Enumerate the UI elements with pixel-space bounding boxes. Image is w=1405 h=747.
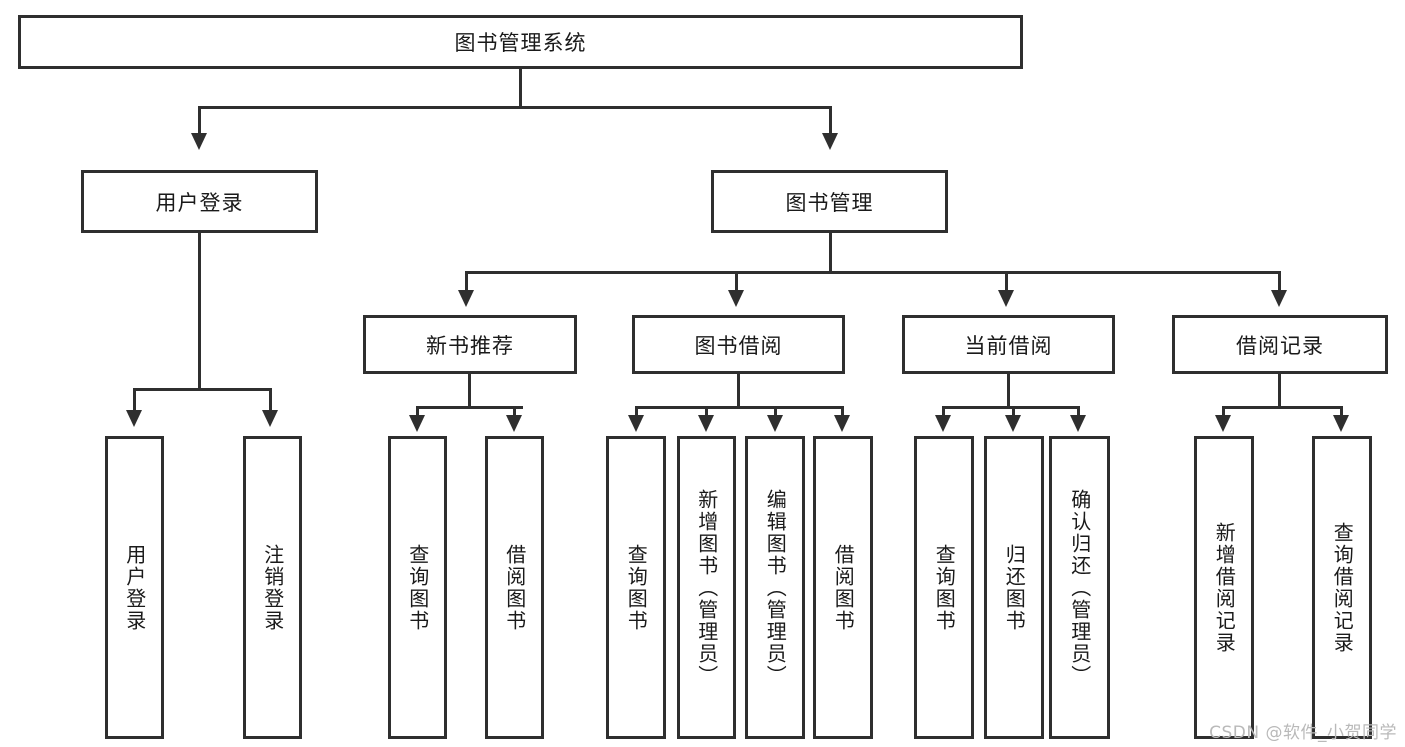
node-book-management[interactable]: 图书管理 [711, 170, 948, 233]
connector-br-to-leaf-2 [1340, 406, 1343, 418]
connector-bm-to-borrow-record [1278, 271, 1281, 293]
arrowhead-borrow-record [1271, 290, 1287, 307]
leaf-add-borrow-record[interactable]: 新增借阅记录 [1194, 436, 1254, 739]
leaf-user-login[interactable]: 用户登录 [105, 436, 164, 739]
node-label: 借阅记录 [1236, 333, 1324, 358]
connector-new-book-stem [468, 374, 471, 408]
arrowhead-new-book-leaf-2 [506, 415, 522, 432]
arrowhead-new-book [458, 290, 474, 307]
leaf-label: 编辑图书（管理员） [763, 488, 788, 687]
node-current-borrowing[interactable]: 当前借阅 [902, 315, 1115, 374]
arrowhead-cb-leaf-1 [935, 415, 951, 432]
node-root-book-management-system[interactable]: 图书管理系统 [18, 15, 1023, 69]
connector-user-login-stem [198, 233, 201, 390]
leaf-label: 用户登录 [122, 543, 147, 632]
leaf-borrow-books-new-book[interactable]: 借阅图书 [485, 436, 544, 739]
connector-root-to-book-management [829, 106, 832, 137]
leaf-return-books[interactable]: 归还图书 [984, 436, 1044, 739]
connector-user-login-to-leaf-1 [133, 388, 136, 414]
arrowhead-bb-leaf-1 [628, 415, 644, 432]
connector-new-book-to-leaf-1 [416, 406, 419, 418]
node-label: 图书管理 [785, 190, 874, 215]
arrowhead-borrow-book [728, 290, 744, 307]
leaf-logout[interactable]: 注销登录 [243, 436, 302, 739]
leaf-label: 新增借阅记录 [1212, 521, 1237, 654]
leaf-confirm-return-admin[interactable]: 确认归还（管理员） [1049, 436, 1110, 739]
arrowhead-current-borrow [998, 290, 1014, 307]
node-label: 当前借阅 [964, 333, 1053, 358]
leaf-borrow-books-borrowing[interactable]: 借阅图书 [813, 436, 873, 739]
leaf-label: 查询图书 [405, 543, 430, 632]
connector-root-to-user-login [198, 106, 201, 137]
connector-bb-to-leaf-4 [841, 406, 844, 418]
connector-new-book-bus [416, 406, 523, 409]
leaf-label: 新增图书（管理员） [694, 488, 719, 687]
connector-new-book-to-leaf-2 [513, 406, 516, 418]
leaf-query-books-new-book[interactable]: 查询图书 [388, 436, 447, 739]
connector-user-login-bus [133, 388, 272, 391]
leaf-label: 归还图书 [1002, 543, 1027, 632]
connector-bm-to-borrow-book [735, 271, 738, 293]
node-new-book-recommendation[interactable]: 新书推荐 [363, 315, 577, 374]
leaf-label: 借阅图书 [831, 543, 856, 632]
connector-current-borrow-bus [942, 406, 1080, 409]
connector-user-login-to-leaf-2 [269, 388, 272, 414]
watermark: CSDN @软件_小贺同学 [1209, 723, 1397, 743]
leaf-query-books-current[interactable]: 查询图书 [914, 436, 974, 739]
connector-bm-to-current-borrow [1005, 271, 1008, 293]
connector-root-stem [519, 69, 522, 108]
leaf-query-borrow-record[interactable]: 查询借阅记录 [1312, 436, 1372, 739]
connector-borrow-book-bus [635, 406, 843, 409]
leaf-label: 注销登录 [260, 543, 285, 632]
leaf-label: 借阅图书 [502, 543, 527, 632]
connector-book-management-bus [465, 271, 1281, 274]
node-book-borrowing[interactable]: 图书借阅 [632, 315, 845, 374]
arrowhead-user-login-leaf-2 [262, 410, 278, 427]
arrowhead-to-user-login [191, 133, 207, 150]
connector-bb-to-leaf-1 [635, 406, 638, 418]
leaf-add-book-admin[interactable]: 新增图书（管理员） [677, 436, 736, 739]
node-label: 用户登录 [155, 190, 244, 215]
connector-book-management-stem [829, 233, 832, 273]
connector-borrow-record-stem [1278, 374, 1281, 408]
connector-bb-to-leaf-2 [705, 406, 708, 418]
arrowhead-cb-leaf-2 [1005, 415, 1021, 432]
node-label: 图书管理系统 [454, 31, 587, 55]
leaf-query-books-borrowing[interactable]: 查询图书 [606, 436, 666, 739]
arrowhead-new-book-leaf-1 [409, 415, 425, 432]
node-label: 新书推荐 [426, 333, 514, 358]
arrowhead-user-login-leaf-1 [126, 410, 142, 427]
leaf-label: 查询图书 [624, 543, 649, 632]
arrowhead-bb-leaf-4 [834, 415, 850, 432]
leaf-edit-book-admin[interactable]: 编辑图书（管理员） [745, 436, 805, 739]
connector-borrow-book-stem [737, 374, 740, 408]
arrowhead-br-leaf-2 [1333, 415, 1349, 432]
connector-current-borrow-stem [1007, 374, 1010, 408]
node-borrowing-record[interactable]: 借阅记录 [1172, 315, 1388, 374]
arrowhead-bb-leaf-2 [698, 415, 714, 432]
connector-borrow-record-bus [1222, 406, 1343, 409]
arrowhead-to-book-management [822, 133, 838, 150]
connector-root-bus [198, 106, 832, 109]
connector-bm-to-new-book [465, 271, 468, 293]
leaf-label: 确认归还（管理员） [1067, 488, 1092, 687]
connector-cb-to-leaf-1 [942, 406, 945, 418]
connector-cb-to-leaf-3 [1077, 406, 1080, 418]
arrowhead-cb-leaf-3 [1070, 415, 1086, 432]
leaf-label: 查询图书 [932, 543, 957, 632]
arrowhead-bb-leaf-3 [767, 415, 783, 432]
arrowhead-br-leaf-1 [1215, 415, 1231, 432]
connector-bb-to-leaf-3 [774, 406, 777, 418]
node-label: 图书借阅 [694, 333, 783, 358]
connector-cb-to-leaf-2 [1012, 406, 1015, 418]
connector-br-to-leaf-1 [1222, 406, 1225, 418]
node-user-login[interactable]: 用户登录 [81, 170, 318, 233]
leaf-label: 查询借阅记录 [1330, 521, 1355, 654]
